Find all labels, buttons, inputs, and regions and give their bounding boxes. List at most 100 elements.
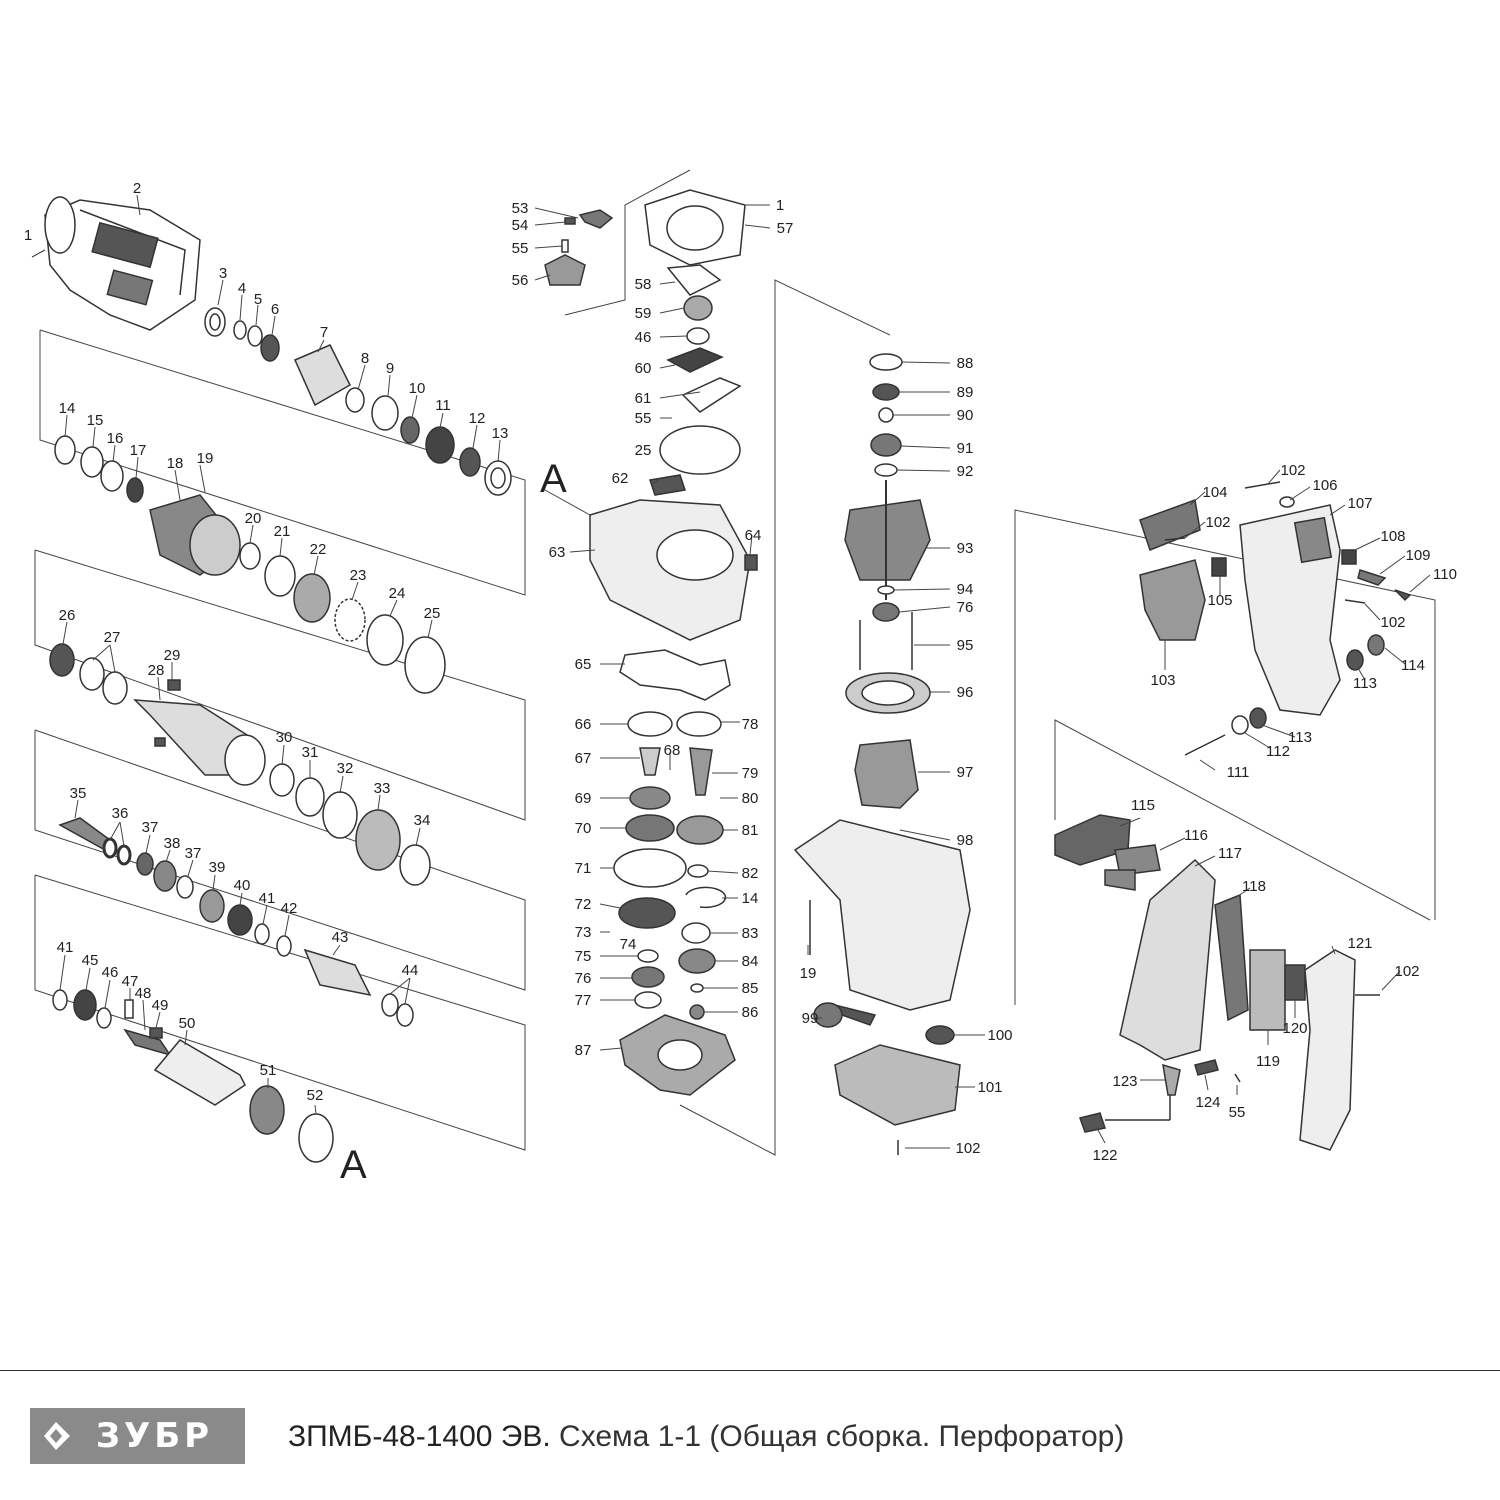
- callout-label: 76: [957, 599, 974, 616]
- callout-label: 19: [800, 965, 817, 982]
- callout-label: 84: [742, 953, 759, 970]
- callout-label: 79: [742, 765, 759, 782]
- callout-label: 45: [82, 952, 99, 969]
- callout-label: 17: [130, 442, 147, 459]
- callout-label: 44: [402, 962, 419, 979]
- callout-label: 89: [957, 384, 974, 401]
- leader-lines: [59, 194, 1431, 1149]
- callout-label: 110: [1433, 566, 1457, 583]
- callout-label: 67: [575, 750, 592, 767]
- callout-label: 56: [512, 272, 529, 289]
- callout-label: 63: [549, 544, 566, 561]
- callout-label: 20: [245, 510, 262, 527]
- callout-label: 37: [142, 819, 159, 836]
- row1-parts: [204, 307, 512, 496]
- callout-label: 100: [987, 1027, 1012, 1044]
- callout-label: 46: [635, 329, 652, 346]
- callout-label: 46: [102, 964, 119, 981]
- callout-label: 86: [742, 1004, 759, 1021]
- callout-label: 55: [1229, 1104, 1246, 1121]
- callout-label: 106: [1312, 477, 1337, 494]
- callout-label: 35: [70, 785, 87, 802]
- callout-label: 48: [135, 985, 152, 1002]
- callout-label: 85: [742, 980, 759, 997]
- callout-label: 95: [957, 637, 974, 654]
- callout-label: 26: [59, 607, 76, 624]
- callout-label: 94: [957, 581, 974, 598]
- callout-label: 41: [259, 890, 276, 907]
- callout-label: 51: [260, 1062, 277, 1079]
- callout-label: 42: [281, 900, 298, 917]
- callout-label: 62: [612, 470, 629, 487]
- footer-divider: [0, 1370, 1500, 1371]
- callout-label: 87: [575, 1042, 592, 1059]
- callout-label: 41: [57, 939, 74, 956]
- callout-label: 59: [635, 305, 652, 322]
- callout-label: 28: [148, 662, 165, 679]
- callout-label: 55: [635, 410, 652, 427]
- callout-label: 4: [238, 280, 246, 297]
- callout-label: 23: [350, 567, 367, 584]
- callout-label: 123: [1112, 1073, 1137, 1090]
- logo-arrow-icon: [44, 1422, 70, 1450]
- callout-label: 97: [957, 764, 974, 781]
- callout-label: 24: [389, 585, 406, 602]
- callout-label: 92: [957, 463, 974, 480]
- callout-label: 102: [1380, 614, 1405, 631]
- callout-label: 71: [575, 860, 592, 877]
- callout-label: 13: [492, 425, 509, 442]
- center-frames: [544, 169, 891, 1156]
- callout-label: 88: [957, 355, 974, 372]
- callout-label: 116: [1184, 827, 1208, 844]
- callout-label: 49: [152, 997, 169, 1014]
- callout-label: 91: [957, 440, 974, 457]
- callout-label: 57: [777, 220, 794, 237]
- callout-label: 65: [575, 656, 592, 673]
- callout-label: 93: [957, 540, 974, 557]
- callout-label: 18: [167, 455, 184, 472]
- callout-label: 43: [332, 929, 349, 946]
- callout-label: 32: [337, 760, 354, 777]
- callout-label: 2: [133, 180, 141, 197]
- callout-label: 119: [1256, 1053, 1280, 1070]
- callout-label: 38: [164, 835, 181, 852]
- callout-label: 75: [575, 948, 592, 965]
- section-marker-a-top: A: [540, 457, 567, 501]
- callout-label: 16: [107, 430, 124, 447]
- callout-label: 113: [1353, 675, 1377, 692]
- callout-label: 68: [664, 742, 681, 759]
- callout-label: 74: [620, 936, 637, 953]
- left-frames: [34, 329, 526, 1151]
- callout-label: 37: [185, 845, 202, 862]
- row2-parts: [54, 435, 446, 694]
- callout-label: 118: [1242, 878, 1266, 895]
- callout-label: 76: [575, 970, 592, 987]
- callout-label: 3: [219, 265, 227, 282]
- callout-label: 1: [24, 227, 32, 244]
- callout-label: 105: [1207, 592, 1232, 609]
- callout-label: 102: [1394, 963, 1419, 980]
- model-name: ЗПМБ-48-1400 ЭВ.: [288, 1420, 551, 1453]
- callout-label: 66: [575, 716, 592, 733]
- callout-label: 47: [122, 973, 139, 990]
- callout-label: 14: [742, 890, 759, 907]
- section-marker-a-bottom: A: [340, 1143, 367, 1187]
- callout-label: 5: [254, 291, 262, 308]
- callout-label: 25: [424, 605, 441, 622]
- callout-label: 14: [59, 400, 76, 417]
- callout-label: 69: [575, 790, 592, 807]
- callout-label: 7: [320, 324, 328, 341]
- callout-label: 8: [361, 350, 369, 367]
- callout-label: 52: [307, 1087, 324, 1104]
- callout-label: 114: [1401, 657, 1425, 674]
- right-frames: [1014, 509, 1436, 1005]
- callout-label: 34: [414, 812, 431, 829]
- callout-label: 113: [1288, 729, 1312, 746]
- callout-label: 102: [1205, 514, 1230, 531]
- logo-text: ЗУБР: [95, 1416, 214, 1456]
- callout-label: 33: [374, 780, 391, 797]
- callout-label: 50: [179, 1015, 196, 1032]
- callout-label: 121: [1347, 935, 1372, 952]
- callout-label: 112: [1266, 743, 1290, 760]
- callout-label: 90: [957, 407, 974, 424]
